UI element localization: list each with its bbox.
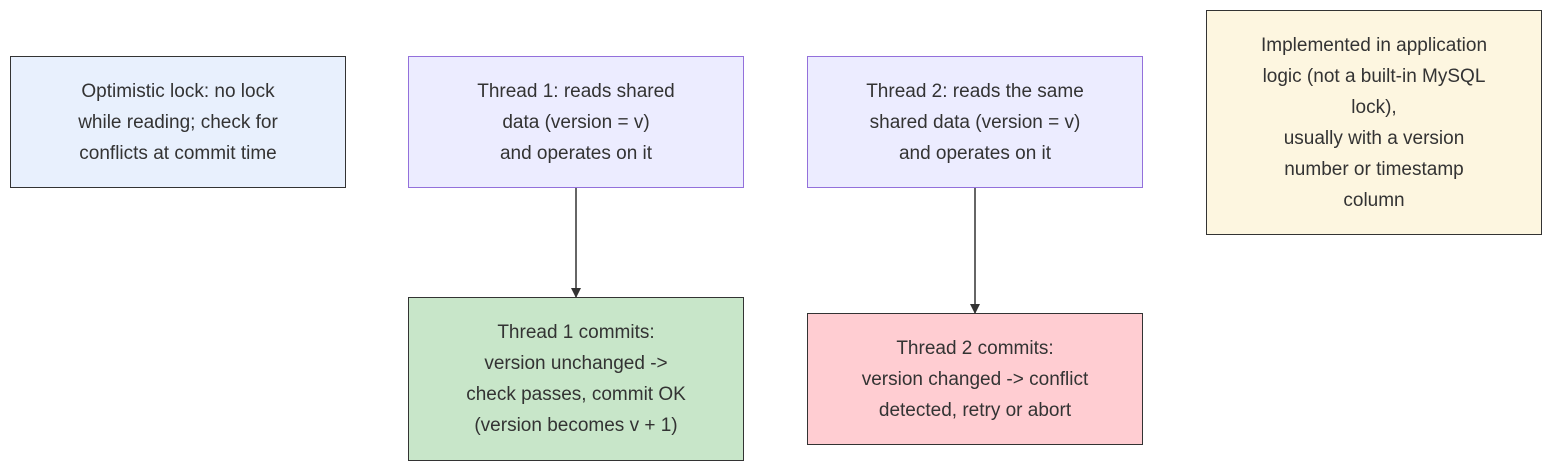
node-text-line: number or timestamp bbox=[1284, 158, 1464, 180]
node-text-line: lock), bbox=[1351, 96, 1397, 118]
node-text-line: version unchanged -> bbox=[484, 353, 668, 374]
node-text-line: Implemented in application bbox=[1260, 34, 1488, 56]
thread1-read-node: Thread 1: reads shared data (version = v)… bbox=[408, 56, 744, 188]
node-text-line: version changed -> conflict bbox=[861, 368, 1089, 390]
node-text-line: (version becomes v + 1) bbox=[474, 415, 678, 436]
thread1-commit-node: Thread 1 commits: version unchanged -> che… bbox=[408, 297, 744, 461]
node-text-line: conflicts at commit time bbox=[79, 142, 277, 164]
node-text-line: check passes, commit OK bbox=[466, 384, 686, 405]
node-text-line: while reading; check for bbox=[78, 111, 278, 133]
implementation-note-node: Implemented in application logic (not a b… bbox=[1206, 10, 1542, 235]
node-text-line: Optimistic lock: no lock bbox=[81, 80, 275, 102]
node-text-line: logic (not a built-in MySQL bbox=[1262, 65, 1486, 87]
node-text-line: shared data (version = v) bbox=[869, 111, 1081, 133]
node-text-line: Thread 1 commits: bbox=[497, 322, 655, 343]
node-text-line: Thread 1: reads shared bbox=[477, 80, 675, 102]
thread2-commit-node: Thread 2 commits: version changed -> conf… bbox=[807, 313, 1143, 445]
node-text-line: and operates on it bbox=[499, 142, 653, 164]
node-text-line: column bbox=[1343, 189, 1405, 211]
node-text-line: and operates on it bbox=[898, 142, 1052, 164]
node-text-line: Thread 2 commits: bbox=[896, 337, 1054, 359]
thread2-read-node: Thread 2: reads the same shared data (ver… bbox=[807, 56, 1143, 188]
node-text-line: Thread 2: reads the same bbox=[866, 80, 1084, 102]
node-text-line: detected, retry or abort bbox=[878, 399, 1072, 421]
node-text-line: usually with a version bbox=[1283, 127, 1465, 149]
optimistic-lock-node: Optimistic lock: no lock while reading; c… bbox=[10, 56, 346, 188]
node-text-line: data (version = v) bbox=[502, 111, 650, 133]
